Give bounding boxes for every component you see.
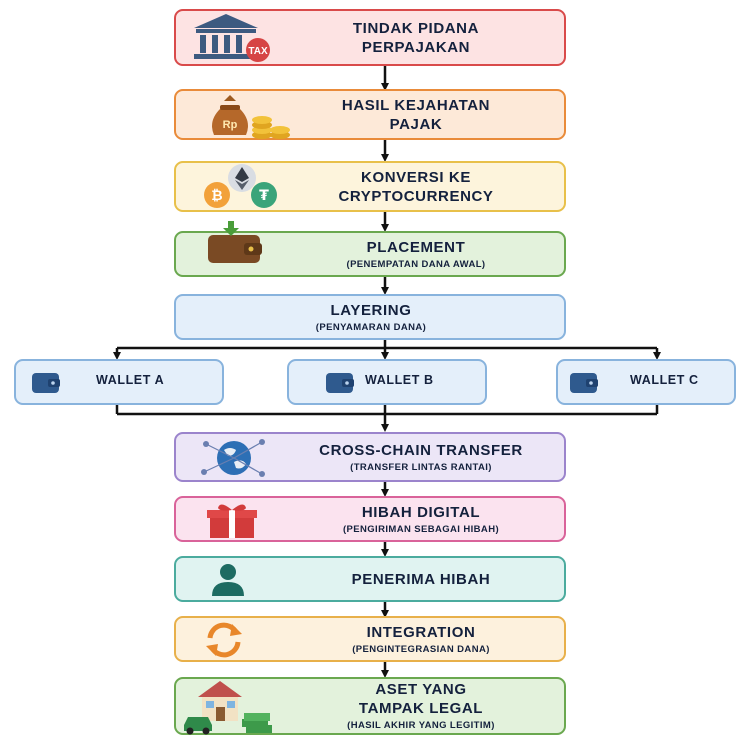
- step-title: ASET YANG: [375, 681, 467, 698]
- wallet-b-label: WALLET B: [365, 373, 434, 387]
- step-subtitle: (TRANSFER LINTAS RANTAI): [350, 461, 492, 473]
- step-hasil-kejahatan: Rp HASIL KEJAHATAN PAJAK: [174, 89, 566, 140]
- step-aset-legal: ASET YANG TAMPAK LEGAL (HASIL AKHIR YANG…: [174, 677, 566, 735]
- step-title-line2: PAJAK: [389, 116, 443, 133]
- wallet-c-box: WALLET C: [556, 359, 736, 405]
- wallet-b-box: WALLET B: [287, 359, 487, 405]
- step-title-line2: CRYPTOCURRENCY: [338, 188, 494, 205]
- step-title-line2: PERPAJAKAN: [361, 38, 471, 56]
- step-konversi-crypto: ₿ ₮ KONVERSI KE CRYPTOCURRENCY: [174, 161, 566, 212]
- svg-text:₮: ₮: [259, 188, 269, 204]
- step-subtitle: (PENEMPATAN DANA AWAL): [346, 258, 486, 270]
- step-subtitle: (PENGIRIMAN SEBAGAI HIBAH): [342, 523, 500, 535]
- crypto-coins-icon: ₿ ₮: [204, 164, 277, 208]
- wallet-icon: [326, 373, 354, 393]
- step-penerima-hibah: PENERIMA HIBAH: [174, 556, 566, 602]
- step-subtitle: (PENYAMARAN DANA): [315, 321, 427, 333]
- tax-badge-text: TAX: [248, 46, 268, 57]
- step-title: HASIL KEJAHATAN: [341, 97, 491, 114]
- person-icon: [212, 564, 244, 596]
- step-title: INTEGRATION: [366, 623, 476, 641]
- step-title-line2: TAMPAK LEGAL: [358, 700, 484, 717]
- bank-tax-icon: TAX: [194, 14, 270, 62]
- step-integration: INTEGRATION (PENGINTEGRASIAN DANA): [174, 616, 566, 662]
- wallet-c-label: WALLET C: [630, 373, 699, 387]
- step-title: LAYERING: [330, 301, 412, 319]
- wallet-a-label: WALLET A: [96, 373, 165, 387]
- svg-text:₿: ₿: [211, 188, 222, 204]
- step-hibah-digital: HIBAH DIGITAL (PENGIRIMAN SEBAGAI HIBAH): [174, 496, 566, 542]
- step-title: KONVERSI KE: [361, 169, 471, 186]
- step-cross-chain: CROSS-CHAIN TRANSFER (TRANSFER LINTAS RA…: [174, 432, 566, 482]
- wallet-deposit-icon: [208, 221, 262, 263]
- step-layering: LAYERING (PENYAMARAN DANA): [174, 294, 566, 340]
- rp-label: Rp: [223, 119, 238, 131]
- wallet-icon: [570, 373, 598, 393]
- step-title: TINDAK PIDANA: [352, 19, 480, 37]
- globe-network-icon: [201, 439, 265, 477]
- step-title: PLACEMENT: [366, 238, 466, 256]
- step-tindak-pidana: TAX TINDAK PIDANA PERPAJAKAN: [174, 9, 566, 66]
- step-placement: PLACEMENT (PENEMPATAN DANA AWAL): [174, 221, 566, 277]
- wallet-icon: [32, 373, 60, 393]
- money-bag-coins-icon: Rp: [212, 95, 290, 139]
- wallet-a-box: WALLET A: [14, 359, 224, 405]
- gift-icon: [207, 504, 257, 538]
- step-title: PENERIMA HIBAH: [351, 570, 491, 588]
- step-subtitle: (HASIL AKHIR YANG LEGITIM): [347, 720, 495, 731]
- refresh-cycle-icon: [206, 622, 242, 658]
- step-title: CROSS-CHAIN TRANSFER: [319, 441, 523, 459]
- step-title: HIBAH DIGITAL: [361, 503, 481, 521]
- step-subtitle: (PENGINTEGRASIAN DANA): [352, 643, 490, 655]
- house-car-money-icon: [184, 681, 272, 735]
